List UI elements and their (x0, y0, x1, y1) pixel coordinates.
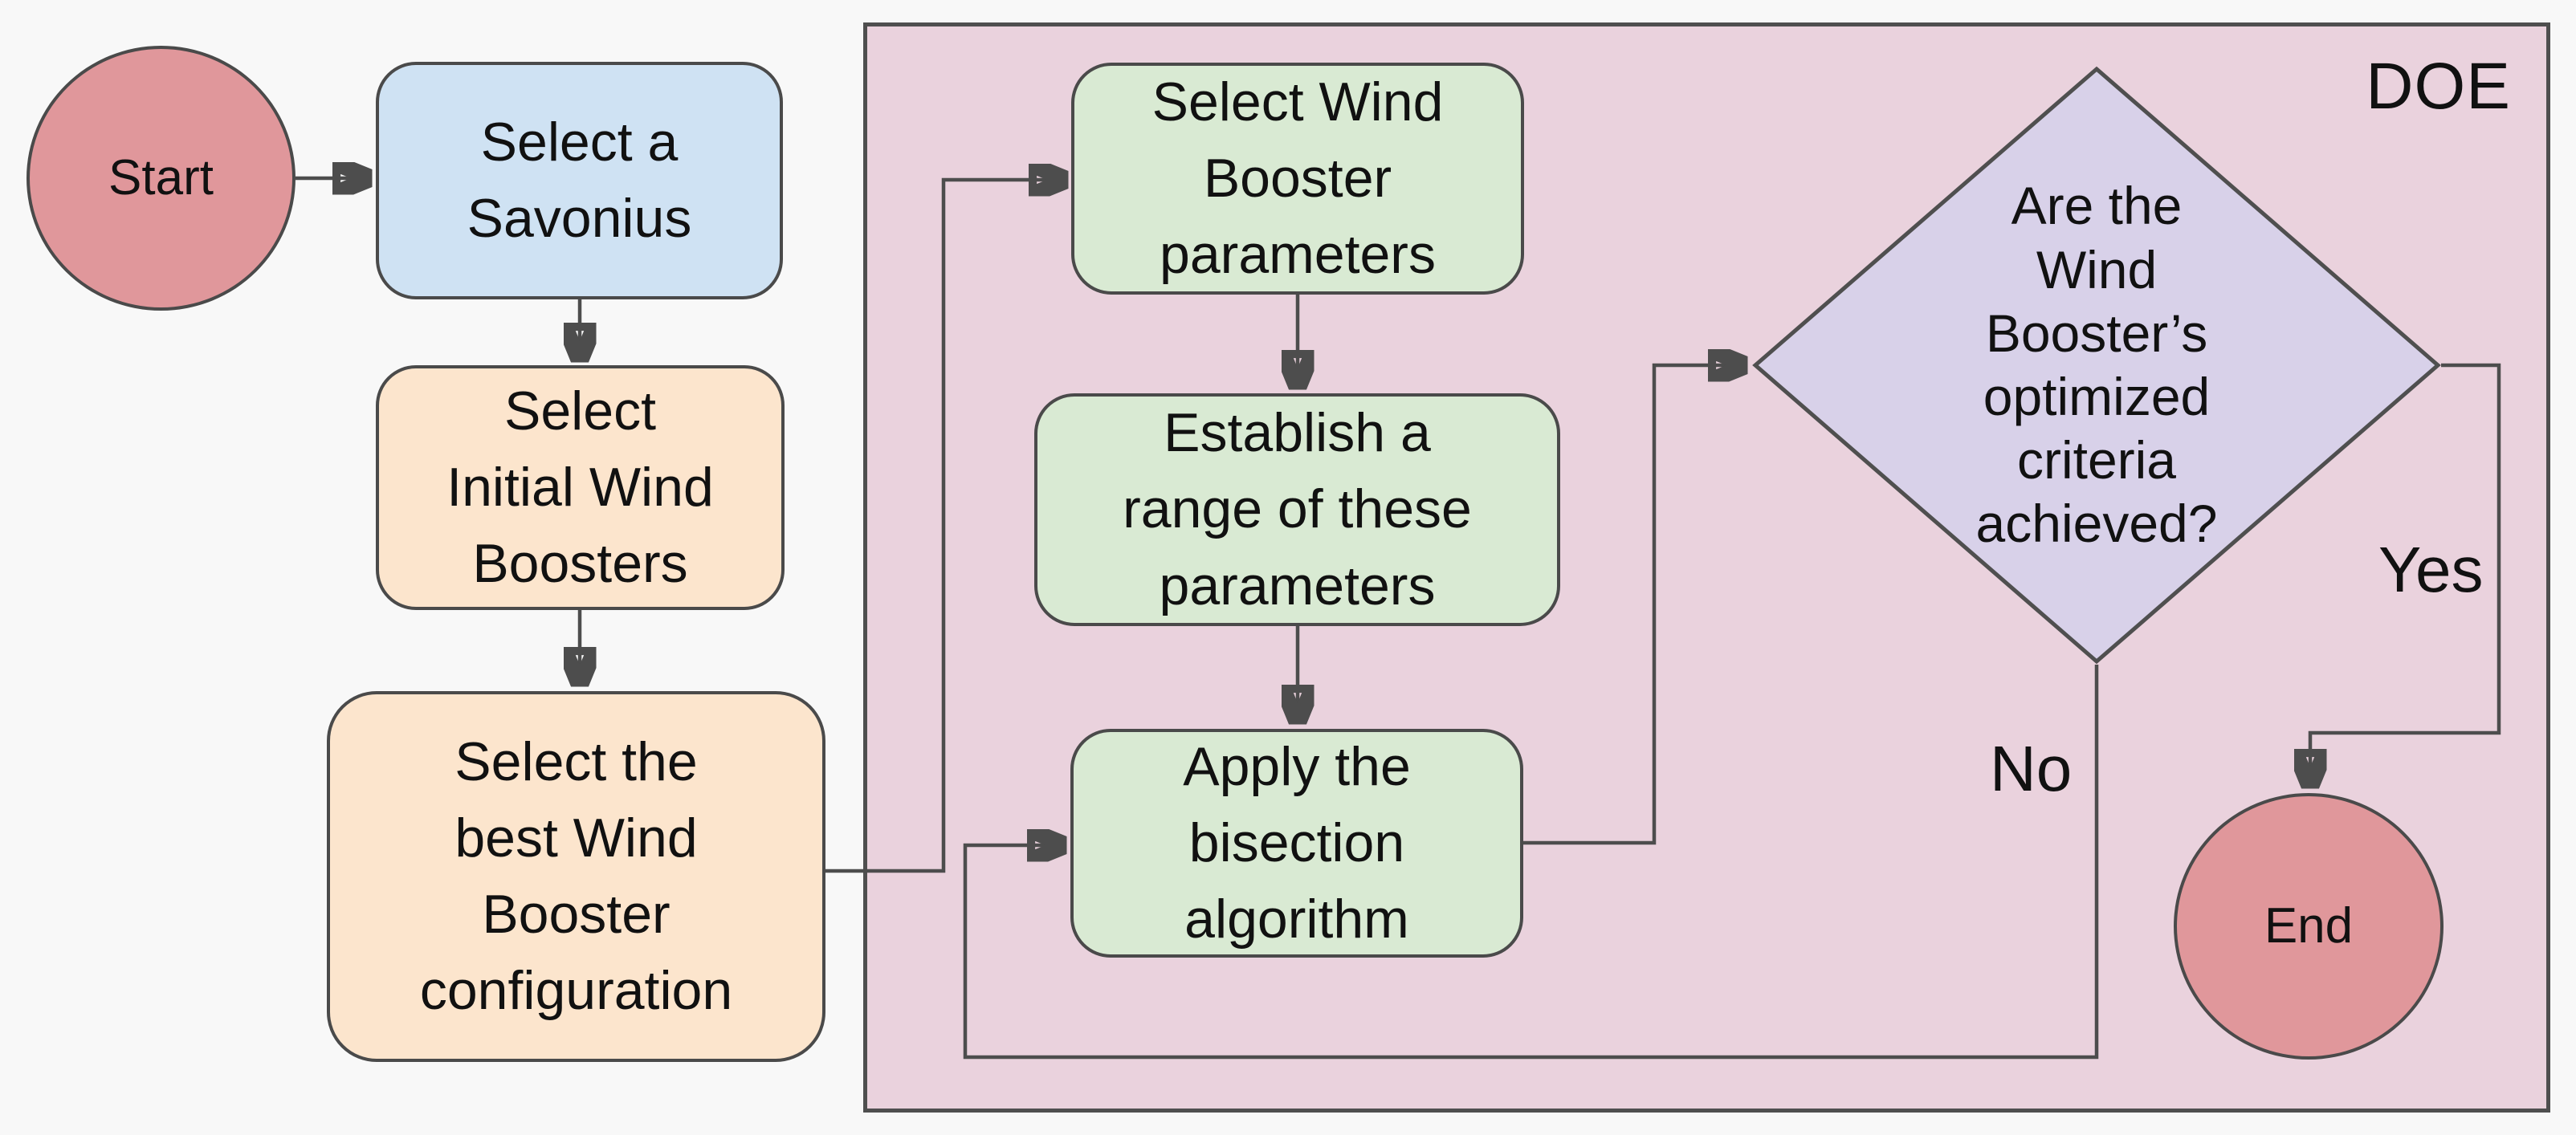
edge-label-no: No (1990, 733, 2073, 804)
node-select-initial-wind-boosters: Select Initial Wind Boosters (376, 365, 785, 610)
doe-region-label: DOE (2366, 50, 2511, 123)
node-start-label: Start (108, 149, 214, 205)
node-establish-range-label: Establish a range of these parameters (1123, 402, 1472, 616)
node-end-label: End (2264, 897, 2354, 954)
node-select-savonius-label: Select a Savonius (467, 111, 692, 249)
node-decision: Are the Wind Booster’s optimized criteri… (1752, 66, 2441, 665)
node-end: End (2174, 793, 2444, 1060)
decision-diamond-shape (1752, 66, 2441, 665)
node-decision-label: Are the Wind Booster’s optimized criteri… (1975, 176, 2218, 554)
edge-label-yes: Yes (2378, 534, 2484, 605)
node-start: Start (26, 46, 296, 311)
node-select-best-configuration-label: Select the best Wind Booster configurati… (419, 730, 733, 1022)
node-select-savonius: Select a Savonius (376, 62, 783, 299)
node-select-wind-booster-parameters-label: Select Wind Booster parameters (1151, 71, 1444, 286)
node-establish-range: Establish a range of these parameters (1034, 393, 1560, 626)
node-apply-bisection: Apply the bisection algorithm (1070, 729, 1523, 958)
node-select-best-configuration: Select the best Wind Booster configurati… (327, 691, 825, 1062)
node-select-initial-wind-boosters-label: Select Initial Wind Boosters (446, 380, 714, 595)
node-select-wind-booster-parameters: Select Wind Booster parameters (1071, 63, 1524, 295)
node-apply-bisection-label: Apply the bisection algorithm (1183, 735, 1411, 950)
